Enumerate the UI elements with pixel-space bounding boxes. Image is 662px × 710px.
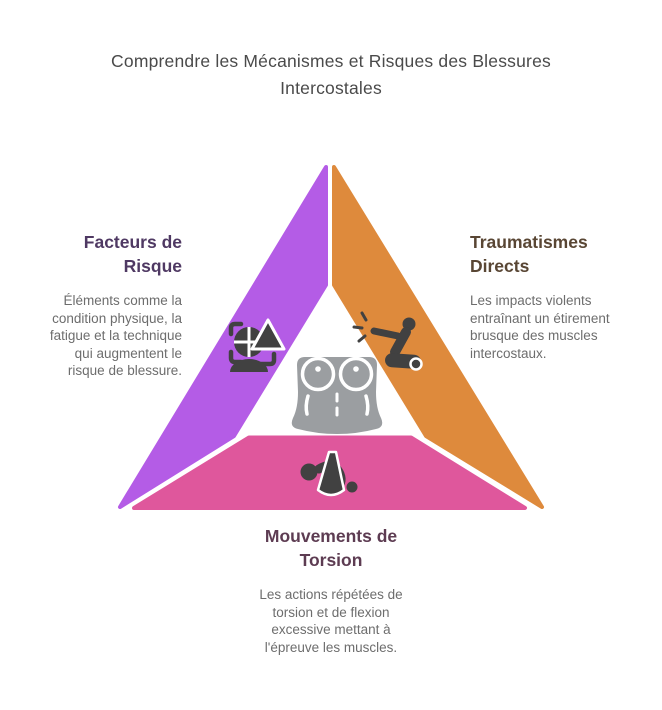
risk-factors-band	[118, 165, 328, 509]
twist-icon	[300, 450, 358, 497]
direct-trauma-heading: Traumatismes Directs	[470, 232, 588, 276]
fitness-scan-icon	[228, 318, 286, 372]
direct-trauma-description: Les impacts violents entraînant un étire…	[470, 293, 610, 361]
risk-factors-heading: Facteurs de Risque	[83, 232, 182, 276]
direct-trauma-band	[332, 165, 544, 509]
torsion-heading: Mouvements de Torsion	[264, 526, 398, 570]
torsion-description: Les actions répétées de torsion et de fl…	[259, 587, 403, 655]
risk-factors-description: Éléments comme la condition physique, la…	[49, 293, 182, 378]
section-risk-factors: Facteurs de Risque Éléments comme la con…	[50, 230, 182, 380]
torso-ribcage-icon	[291, 356, 383, 434]
section-torsion: Mouvements de Torsion Les actions répété…	[0, 524, 662, 656]
impact-icon	[352, 311, 423, 371]
page-title: Comprendre les Mécanismes et Risques des…	[111, 51, 551, 98]
section-direct-trauma: Traumatismes Directs Les impacts violent…	[470, 230, 610, 362]
